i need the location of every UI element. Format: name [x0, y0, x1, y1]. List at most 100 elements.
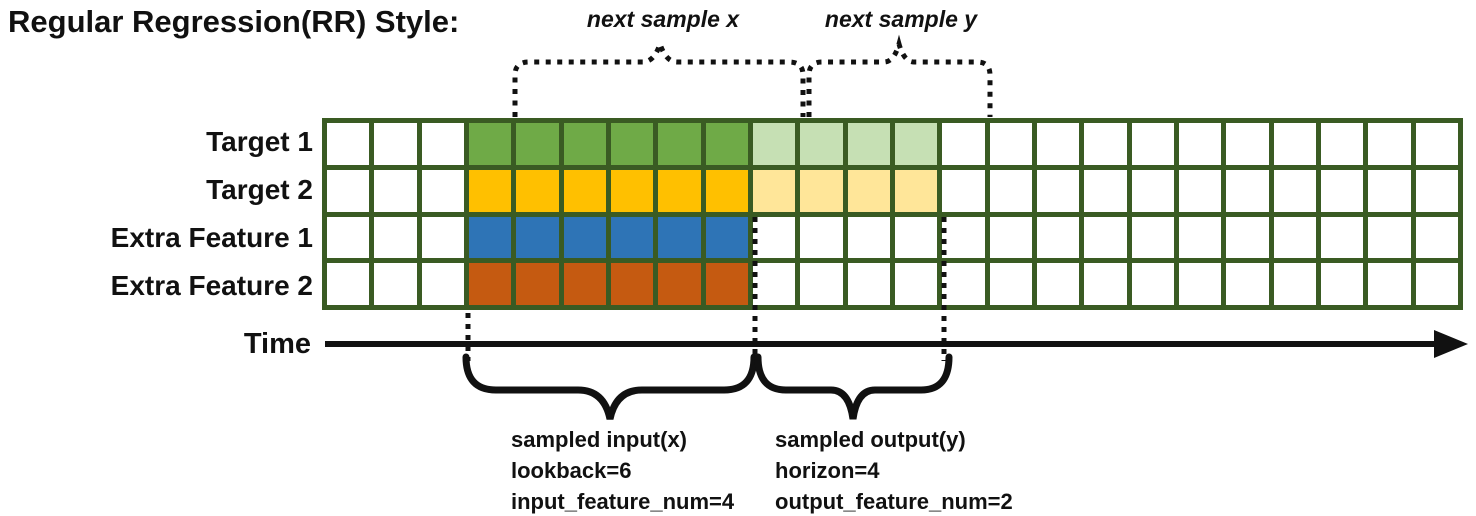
next-sample-y-dotted-brace	[806, 34, 993, 117]
grid-cell	[421, 263, 464, 305]
sampled-input-annotation: sampled input(x) lookback=6 input_featur…	[511, 424, 734, 516]
grid-cell	[752, 169, 796, 212]
grid-cell	[516, 123, 559, 165]
grid-cell	[421, 123, 464, 165]
grid-cell	[1084, 216, 1127, 259]
grid-cell	[942, 216, 985, 259]
grid-cell	[942, 169, 985, 212]
time-axis-label: Time	[243, 328, 311, 360]
grid-cell	[516, 169, 559, 212]
grid-cell	[468, 263, 512, 305]
grid-cell	[752, 123, 796, 165]
grid-cell	[894, 216, 938, 259]
grid-cell	[1415, 216, 1458, 259]
sampled-input-title: sampled input(x)	[511, 427, 688, 452]
sampled-output-title: sampled output(y)	[775, 427, 966, 452]
grid-cell	[1226, 216, 1269, 259]
grid-cell	[1320, 169, 1364, 212]
row-label-target-2: Target 2	[206, 174, 313, 205]
grid-cell	[1368, 123, 1411, 165]
grid-cell	[610, 263, 654, 305]
grid-cell	[705, 169, 748, 212]
grid-cell	[1273, 123, 1316, 165]
grid-cell	[847, 123, 890, 165]
grid-cell	[847, 216, 890, 259]
grid-cell	[563, 123, 606, 165]
sampled-output-brace	[754, 353, 953, 420]
lookback-value: lookback=6	[511, 458, 632, 483]
grid-cell	[1226, 169, 1269, 212]
diagram-title: Regular Regression(RR) Style:	[8, 4, 460, 39]
grid-cell	[1084, 123, 1127, 165]
grid-cell	[705, 216, 748, 259]
input-feature-num-value: input_feature_num=4	[511, 489, 735, 514]
grid-cell	[1131, 123, 1174, 165]
grid-cell	[1415, 169, 1458, 212]
grid-cell	[658, 263, 701, 305]
grid-cell	[563, 263, 606, 305]
grid-cell	[327, 263, 370, 305]
grid-cell	[1036, 216, 1080, 259]
grid-cell	[705, 123, 748, 165]
next-sample-x-label: next sample x	[586, 6, 740, 32]
grid-cell	[1131, 263, 1174, 305]
grid-cell	[1131, 216, 1174, 259]
grid-cell	[942, 263, 985, 305]
grid-cell	[894, 169, 938, 212]
grid-cell	[1273, 263, 1316, 305]
time-axis-arrowhead	[1434, 330, 1468, 358]
grid-cell	[516, 216, 559, 259]
grid-cell	[327, 123, 370, 165]
grid-cell	[705, 263, 748, 305]
grid-cell	[989, 263, 1032, 305]
grid-cell	[421, 169, 464, 212]
grid-cell	[800, 123, 843, 165]
grid-cell	[563, 216, 606, 259]
grid-cell	[800, 263, 843, 305]
grid-cell	[1273, 169, 1316, 212]
sampled-input-brace	[462, 353, 758, 420]
grid-cell	[1320, 216, 1364, 259]
grid-cell	[327, 216, 370, 259]
grid-cell	[1178, 123, 1222, 165]
grid-cell	[374, 263, 417, 305]
grid-cell	[1178, 216, 1222, 259]
grid-cell	[1226, 123, 1269, 165]
grid-cell	[1036, 123, 1080, 165]
grid-cell	[1368, 169, 1411, 212]
grid-cell	[1320, 263, 1364, 305]
grid-cell	[610, 216, 654, 259]
next-sample-y-label: next sample y	[824, 6, 978, 32]
grid-cell	[1084, 169, 1127, 212]
horizon-value: horizon=4	[775, 458, 880, 483]
grid-cell	[942, 123, 985, 165]
grid-cell	[374, 216, 417, 259]
row-label-extra-feature-2: Extra Feature 2	[110, 270, 313, 301]
grid-cell	[894, 123, 938, 165]
grid-cell	[847, 169, 890, 212]
sampled-output-annotation: sampled output(y) horizon=4 output_featu…	[775, 424, 1013, 516]
grid-cell	[989, 216, 1032, 259]
grid-cell	[1178, 169, 1222, 212]
grid-cell	[468, 123, 512, 165]
grid-cell	[1226, 263, 1269, 305]
output-feature-num-value: output_feature_num=2	[775, 489, 1013, 514]
grid-cell	[800, 216, 843, 259]
grid-cell	[1415, 123, 1458, 165]
grid-cell	[374, 169, 417, 212]
grid-cell	[374, 123, 417, 165]
grid-cell	[658, 169, 701, 212]
timeseries-grid	[322, 118, 1463, 310]
grid-cell	[847, 263, 890, 305]
grid-cell	[1084, 263, 1127, 305]
grid-cell	[610, 169, 654, 212]
grid-cell	[1320, 123, 1364, 165]
grid-cell	[800, 169, 843, 212]
grid-cell	[468, 216, 512, 259]
grid-cell	[516, 263, 559, 305]
grid-cell	[658, 123, 701, 165]
grid-cell	[468, 169, 512, 212]
grid-cell	[1368, 216, 1411, 259]
grid-cell	[610, 123, 654, 165]
